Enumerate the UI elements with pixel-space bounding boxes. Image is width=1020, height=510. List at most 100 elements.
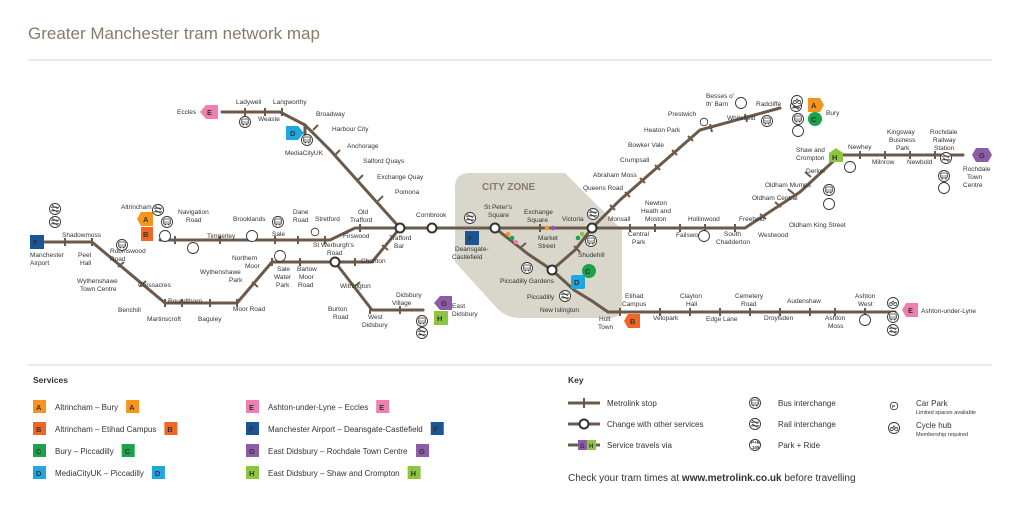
svg-text:H: H xyxy=(589,444,593,450)
service-letter-end: G xyxy=(419,447,425,456)
station-labels: Eccles Ladywell Langworthy Weaste Broadw… xyxy=(30,93,991,331)
park-ride-icon xyxy=(187,242,199,254)
line-eccles xyxy=(220,110,402,230)
service-label: Manchester Airport – Deansgate-Castlefie… xyxy=(268,425,423,434)
line-altrincham xyxy=(158,226,497,242)
key-car-park: P Car Park Limited spaces available xyxy=(889,399,976,416)
park-ride-icon xyxy=(735,97,747,109)
service-label: East Didsbury – Shaw and Crompton xyxy=(268,469,400,478)
park-ride-icon xyxy=(698,230,710,242)
svg-text:Park + Ride: Park + Ride xyxy=(778,441,821,450)
stop-salford-quays: Salford Quays xyxy=(363,158,405,165)
car-park-icon xyxy=(310,227,320,237)
interchange-trafford-bar xyxy=(394,222,406,234)
stop-radcliffe: Radcliffe xyxy=(756,101,782,108)
interchange-piccadilly-gardens xyxy=(546,264,558,276)
stop-stretford: Stretford xyxy=(315,216,340,223)
rail-icon xyxy=(49,216,61,228)
bus-icon xyxy=(887,311,899,323)
svg-text:Membership required: Membership required xyxy=(916,432,968,438)
service-badge-end xyxy=(121,444,135,457)
key-park-ride: P+R 108 Park + Ride xyxy=(749,439,821,451)
stop-besses: Besses o'th' Barn xyxy=(706,93,734,108)
svg-text:C: C xyxy=(585,267,591,276)
stop-harbour-city: Harbour City xyxy=(332,126,369,133)
svg-text:D: D xyxy=(290,129,296,138)
svg-text:A: A xyxy=(143,215,149,224)
interchange-cornbrook xyxy=(426,222,438,234)
rail-icon xyxy=(49,203,61,215)
service-letter: F xyxy=(249,425,254,434)
service-badge-end xyxy=(416,444,430,457)
page-title: Greater Manchester tram network map xyxy=(28,24,320,43)
svg-text:G: G xyxy=(441,299,447,308)
stop-failsworth: Failsworth xyxy=(676,232,706,239)
key-change: Change with other services xyxy=(568,418,704,430)
service-badges: E D A B F F G H xyxy=(30,98,992,328)
stop-weaste: Weaste xyxy=(258,116,280,123)
line-east-manchester xyxy=(590,299,897,314)
rail-icon xyxy=(416,327,428,339)
service-badge xyxy=(246,466,259,479)
interchange-st-peters xyxy=(489,222,501,234)
svg-text:Limited spaces available: Limited spaces available xyxy=(916,410,976,416)
service-letter: D xyxy=(36,469,42,478)
park-ride-icon xyxy=(823,198,835,210)
park-ride-icon xyxy=(159,230,171,242)
service-letter: E xyxy=(249,403,254,412)
svg-text:G: G xyxy=(979,151,985,160)
badge-ashton-e: E xyxy=(902,303,918,317)
service-label: Altrincham – Bury xyxy=(55,403,118,412)
badge-shaw-h: H xyxy=(829,148,843,162)
stop-ladywell: Ladywell xyxy=(236,99,262,106)
service-letter-end: D xyxy=(155,469,161,478)
service-letter-end: H xyxy=(411,469,416,478)
stop-bowker-vale: Bowker Vale xyxy=(628,142,664,149)
stop-queens-road: Queens Road xyxy=(583,185,623,192)
park-ride-icon xyxy=(246,230,258,242)
line-didsbury xyxy=(333,260,425,312)
park-ride-icon xyxy=(938,182,950,194)
svg-text:P+R: P+R xyxy=(751,440,761,445)
stop-piccadilly-gardens: Piccadilly Gardens xyxy=(500,278,555,285)
svg-text:G: G xyxy=(580,444,585,450)
footer-text: Check your tram times at www.metrolink.c… xyxy=(568,473,856,484)
interchange-victoria xyxy=(586,222,598,234)
stop-altrincham: Altrincham xyxy=(121,204,152,211)
cycle-icon xyxy=(791,95,803,107)
park-ride-icon xyxy=(859,314,871,326)
stop-roundthorn: Roundthorn xyxy=(168,298,202,305)
svg-text:E: E xyxy=(908,306,913,315)
stop-anchorage: Anchorage xyxy=(347,143,379,150)
service-badge xyxy=(33,400,46,413)
stop-benchill: Benchill xyxy=(118,307,141,314)
svg-text:Cycle hub: Cycle hub xyxy=(916,421,952,430)
stop-abraham-moss: Abraham Moss xyxy=(593,172,637,179)
service-label: MediaCityUK – Piccadilly xyxy=(55,469,144,478)
bus-icon xyxy=(792,113,804,125)
rail-icon xyxy=(152,204,164,216)
park-ride-icon xyxy=(844,161,856,173)
stop-eccles: Eccles xyxy=(177,109,197,116)
service-item-d: D MediaCityUK – Piccadilly D xyxy=(33,466,165,479)
service-badge xyxy=(33,444,46,457)
service-badge-end xyxy=(126,400,140,413)
stop-mediacityuk: MediaCityUK xyxy=(285,150,324,157)
key-legend: Key Metrolink stop Change with other ser… xyxy=(568,375,976,451)
service-badge-end xyxy=(164,422,178,435)
stop-oldham-central: Oldham Central xyxy=(752,195,798,202)
